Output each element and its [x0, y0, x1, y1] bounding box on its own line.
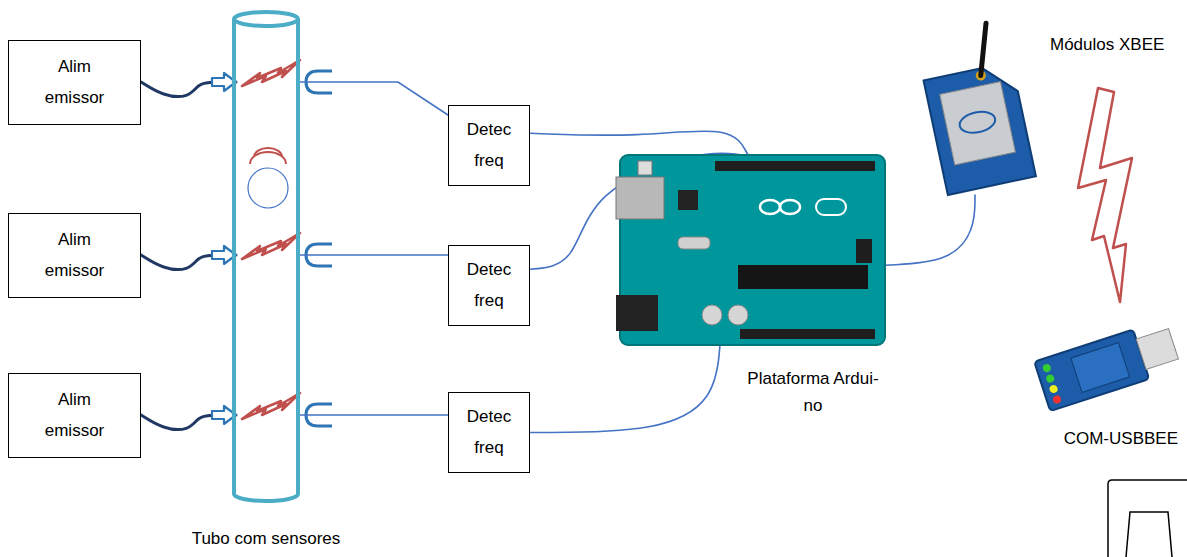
node-label: Alim emissor: [35, 384, 115, 447]
bubble-wave: [254, 148, 282, 157]
status-led: [1049, 384, 1059, 394]
icsp-header: [856, 239, 872, 263]
wireless-symbol: [1078, 88, 1132, 302]
usb-port: [616, 177, 664, 219]
node-label: Módulos XBEE: [1050, 35, 1164, 55]
power-box: Alim emissor: [8, 40, 141, 125]
dongle-board: [1034, 330, 1149, 412]
node-label: Detec freq: [456, 401, 522, 464]
node-label: Plataforma Ardui- no: [738, 365, 888, 419]
detector-box: Detec freq: [448, 105, 530, 186]
usb-drawing: [1025, 318, 1182, 413]
usb-dongle: COM-USBBEE: [1025, 318, 1182, 413]
node-label: Alim emissor: [35, 51, 115, 114]
node-label: Tubo com sensores: [192, 529, 341, 549]
capacitor: [728, 305, 748, 325]
xbee-board: [924, 62, 1036, 195]
connector: [300, 254, 448, 256]
xbee-logo: [958, 109, 997, 136]
emitter-symbol: [242, 60, 300, 86]
usb-dongle: [1034, 319, 1181, 411]
power-jack: [616, 295, 658, 331]
status-led: [1045, 374, 1055, 384]
usb-chip: [678, 190, 698, 210]
microcontroller-chip: [738, 265, 868, 289]
node-label: Detec freq: [456, 254, 522, 317]
arduino-logo: [780, 200, 800, 214]
node-label: COM-USBBEE: [1064, 429, 1178, 449]
tube-wall: [234, 19, 298, 501]
emitter-symbol: [242, 393, 300, 419]
arduino-board: Plataforma Ardui- no: [620, 155, 885, 345]
pin-header: [740, 329, 875, 339]
node-label: Detec freq: [456, 114, 522, 177]
status-led: [1052, 394, 1062, 404]
connector: [300, 82, 448, 115]
connector: [300, 414, 448, 416]
connector: [885, 195, 975, 265]
bubble: [248, 168, 288, 208]
xbee-drawing: [918, 25, 1040, 195]
xbee-module: Módulos XBEE: [918, 25, 1040, 195]
status-led: [1042, 363, 1052, 373]
usb-plug: [1136, 329, 1178, 370]
sensor-tube: Tubo com sensores: [232, 10, 300, 503]
pin-header: [715, 161, 875, 171]
node-label: Alim emissor: [35, 224, 115, 287]
reset-button: [638, 161, 652, 175]
antenna: [970, 23, 996, 75]
emitter-symbol: [242, 233, 300, 259]
power-box: Alim emissor: [8, 213, 141, 298]
power-box: Alim emissor: [8, 373, 141, 458]
arduino-drawing: [620, 155, 885, 345]
laptop-icon: [1108, 480, 1187, 557]
detector-box: Detec freq: [448, 392, 530, 473]
uno-badge: [816, 199, 846, 215]
capacitor: [702, 305, 722, 325]
detector-box: Detec freq: [448, 245, 530, 326]
tube-drawing: [232, 10, 300, 503]
connector: [530, 345, 720, 432]
xbee-socket: [1071, 343, 1130, 393]
xbee-module: [915, 20, 1036, 195]
crystal: [678, 237, 710, 249]
tube-rim: [234, 12, 298, 26]
rf-shield: [940, 82, 1016, 165]
laptop-screen: [1126, 512, 1172, 557]
connector: [530, 131, 748, 155]
arduino-logo: [760, 200, 780, 214]
